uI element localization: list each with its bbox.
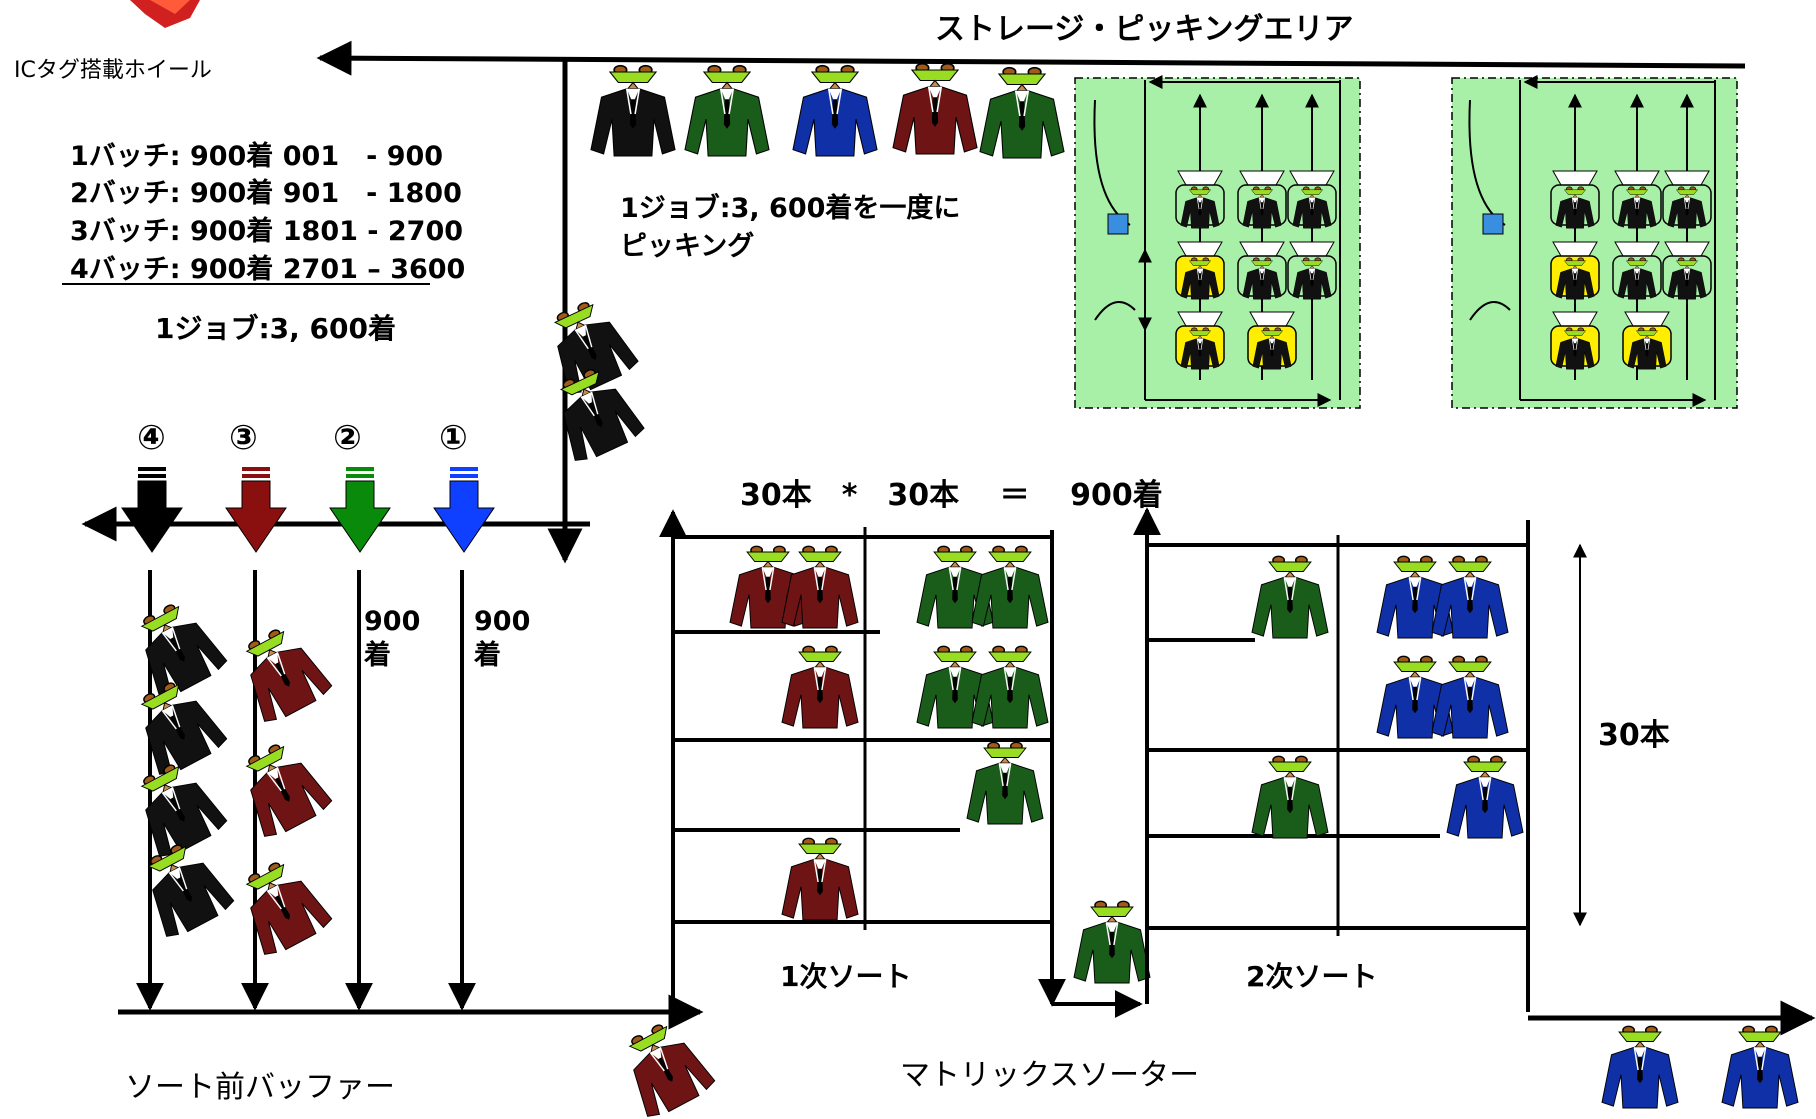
secondary-sorter-suits: [1251, 555, 1799, 1109]
suit-green: [684, 64, 770, 157]
suit-red: [892, 62, 978, 155]
suit-green: [979, 66, 1065, 159]
arrow-black: [121, 467, 183, 553]
primary-sorter-suits: [729, 545, 1151, 984]
secondary-sorter: [1133, 507, 1816, 1036]
suit-black: [542, 358, 648, 467]
arrow-blue: [433, 467, 495, 553]
lane-number-1: ①: [439, 418, 468, 458]
batch-4-label: 4バッチ: 900着 2701 – 3600: [70, 254, 466, 285]
lane-2-quantity: 900 着: [364, 606, 421, 671]
job-picking-label: 1ジョブ:3, 600着を一度に ピッキング: [620, 193, 961, 262]
job-total-label: 1ジョブ:3, 600着: [155, 312, 396, 345]
arrow-green: [329, 467, 391, 553]
picking-area-1: [1074, 75, 1361, 409]
pre-sort-buffer-label: ソート前バッファー: [125, 1070, 395, 1105]
lane-1-quantity: 900 着: [474, 606, 531, 671]
suit-black: [590, 64, 676, 157]
matrix-height-label: 30本: [1598, 718, 1670, 753]
ic-tag-wheel-logo: [130, 0, 200, 28]
lane-number-4: ④: [137, 418, 166, 458]
lane-arrows: [121, 467, 495, 553]
lane-number-2: ②: [333, 418, 362, 458]
batch-2-label: 2バッチ: 900着 901 - 1800: [70, 178, 462, 209]
primary-sorter: [659, 509, 1143, 1018]
lane-number-3: ③: [229, 418, 258, 458]
primary-sort-label: 1次ソート: [780, 960, 912, 993]
ic-tag-wheel-label: ICタグ搭載ホイール: [14, 58, 212, 83]
storage-area-title: ストレージ・ピッキングエリア: [935, 12, 1354, 47]
matrix-equation: 30本 * 30本 ＝ 900着: [740, 478, 1163, 513]
matrix-sorter-label: マトリックスソーター: [900, 1058, 1200, 1093]
batch-1-label: 1バッチ: 900着 001 - 900: [70, 141, 444, 172]
picking-area-2: [1451, 75, 1738, 409]
batch-3-label: 3バッチ: 900着 1801 - 2700: [70, 216, 464, 247]
top-conveyor: [316, 40, 1746, 564]
secondary-sort-label: 2次ソート: [1246, 960, 1378, 993]
arrow-red: [225, 467, 287, 553]
suit-blue: [792, 64, 878, 157]
